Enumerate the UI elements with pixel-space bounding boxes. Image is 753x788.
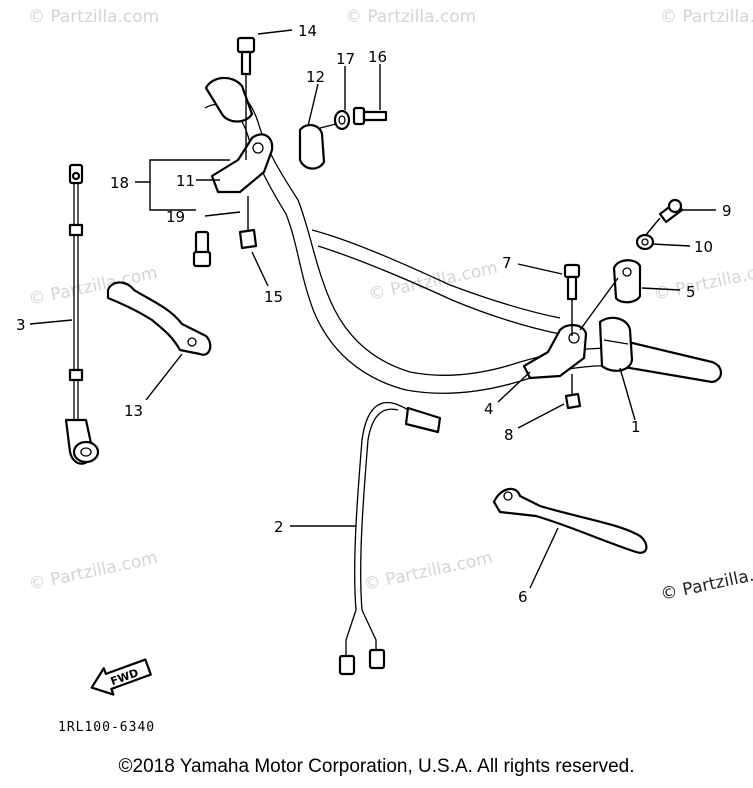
lever-bracket-right xyxy=(522,324,588,380)
lever-right xyxy=(492,487,648,554)
cable-3 xyxy=(64,163,100,465)
callouts: 14 16 17 12 11 18 19 15 3 13 2 6 1 4 8 7… xyxy=(16,22,732,606)
switch-cable xyxy=(338,402,442,676)
leader-lines xyxy=(245,74,661,394)
lever-left xyxy=(106,281,212,356)
nut-8 xyxy=(564,392,582,410)
diagram-code: 1RL100-6340 xyxy=(58,720,155,735)
nut-15 xyxy=(238,228,258,250)
watermark: © Partzilla.com xyxy=(652,258,753,305)
watermark: © Partzilla.com xyxy=(362,548,494,595)
callout-9: 9 xyxy=(722,202,732,220)
callout-15: 15 xyxy=(264,288,283,306)
bolt-19 xyxy=(192,230,212,268)
callout-12: 12 xyxy=(306,68,325,86)
callout-5: 5 xyxy=(686,283,696,301)
callout-7: 7 xyxy=(502,254,512,272)
callout-11: 11 xyxy=(176,172,195,190)
callout-10: 10 xyxy=(694,238,713,256)
callout-16: 16 xyxy=(368,48,387,66)
callout-18: 18 xyxy=(110,174,129,192)
screw-9 xyxy=(658,198,684,224)
callout-17: 17 xyxy=(336,50,355,68)
callout-1: 1 xyxy=(631,418,641,436)
watermark: © Partzilla.com xyxy=(659,558,753,605)
watermark: © Partzilla.com xyxy=(28,7,159,27)
callout-4: 4 xyxy=(484,400,494,418)
clamp-5 xyxy=(612,259,642,304)
callout-6: 6 xyxy=(518,588,528,606)
lever-bracket-left xyxy=(210,133,274,194)
callout-14: 14 xyxy=(298,22,317,40)
clamp-12 xyxy=(298,124,326,170)
callout-2: 2 xyxy=(274,518,284,536)
washer-10 xyxy=(635,233,655,251)
copyright-notice: ©2018 Yamaha Motor Corporation, U.S.A. A… xyxy=(118,756,635,777)
watermark: © Partzilla.com xyxy=(367,258,499,305)
callout-8: 8 xyxy=(504,426,514,444)
bolt-16 xyxy=(352,106,388,126)
bolt-7 xyxy=(563,263,581,301)
callout-19: 19 xyxy=(166,208,185,226)
callout-3: 3 xyxy=(16,316,26,334)
watermark: © Partzilla.com xyxy=(345,7,476,27)
fwd-arrow: FWD xyxy=(90,658,152,696)
callout-leaders xyxy=(29,29,716,589)
throttle-housing xyxy=(598,316,634,372)
callout-13: 13 xyxy=(124,402,143,420)
watermark: © Partzilla.com xyxy=(27,548,159,595)
bolt-14 xyxy=(236,36,256,76)
watermark: © Partzilla.com xyxy=(660,7,753,27)
washer-17 xyxy=(333,109,351,131)
